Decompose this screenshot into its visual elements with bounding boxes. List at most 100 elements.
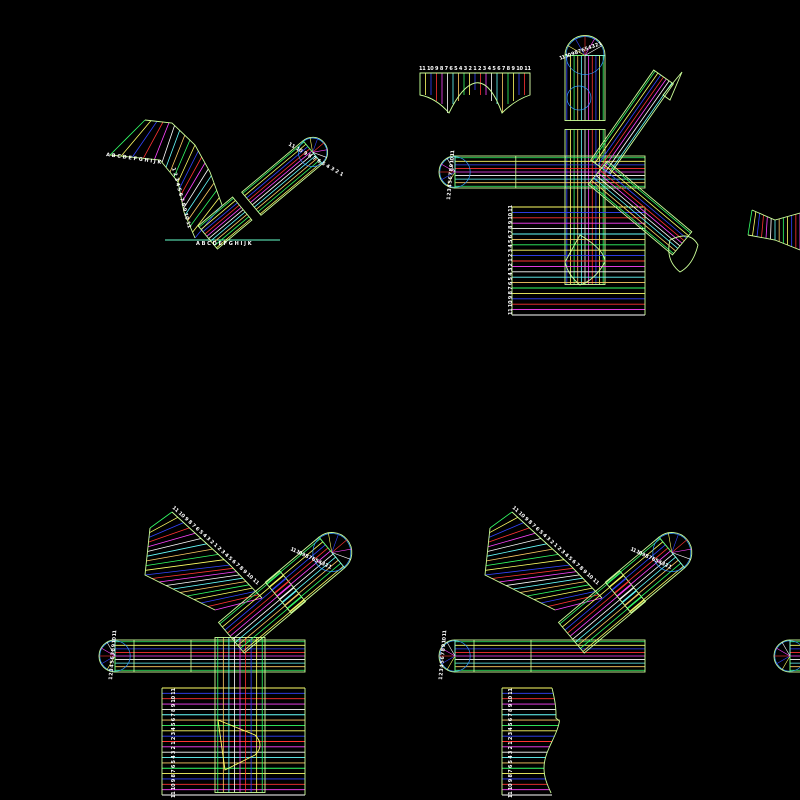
pipe-stripe [595, 174, 681, 247]
pipe-stripe [219, 572, 282, 625]
tm-cone-end [668, 235, 699, 273]
band-stripe [145, 559, 225, 571]
band-stripe [182, 168, 209, 209]
band-stripe [486, 548, 553, 562]
br-development-band [484, 511, 603, 611]
pipe-end-ray [331, 539, 348, 553]
band-stripe [765, 216, 768, 239]
band-edge [144, 527, 216, 611]
band-stripe [109, 119, 146, 156]
pipe-end-ray [106, 641, 116, 657]
band-stripe [505, 574, 580, 586]
pipe-stripe [562, 575, 624, 628]
band-stripe [178, 150, 199, 189]
pipe-outline [587, 160, 693, 256]
pipe-end-ray [440, 647, 456, 657]
label-br-hpipe-numbers: 1 2 3 4 5 6 7 8 9 10 11 [438, 629, 448, 680]
pipe-stripe [597, 74, 662, 166]
band-stripe [484, 564, 571, 576]
band-stripe [540, 591, 596, 604]
pipe-stripe [574, 590, 637, 643]
pipe-end-ray [446, 171, 456, 187]
pipe-stripe [577, 593, 640, 646]
pipe-stripe [606, 162, 691, 234]
band-stripe [756, 213, 761, 237]
pipe-stripe [608, 541, 664, 588]
pipe-stripe [250, 150, 312, 203]
band-stripe [193, 587, 253, 600]
pipe-stripe [198, 197, 234, 228]
pipe-stripe [208, 209, 244, 239]
pipe-end-ray [312, 152, 327, 158]
pipe-stripe [206, 207, 242, 237]
pipe-stripe [279, 553, 334, 600]
pipe-stripe [286, 562, 342, 609]
band-stripe [489, 516, 518, 534]
right-partial-band [747, 209, 800, 251]
pipe-stripe [200, 200, 236, 230]
pipe-end-ray [781, 655, 791, 671]
pipe-outline [214, 637, 266, 793]
tl-curved-band [109, 119, 223, 239]
block-curve-edge [543, 687, 560, 794]
pipe-stripe [222, 575, 284, 628]
pipe-stripe [242, 141, 305, 194]
pipe-end-ray [671, 548, 692, 553]
band-stripe [761, 214, 764, 238]
band-stripe [146, 548, 213, 562]
pipe-stripe [212, 213, 248, 244]
band-stripe [519, 581, 587, 593]
pipe-stripe [604, 164, 689, 236]
band-stripe [189, 190, 217, 227]
pipe-stripe [246, 146, 309, 199]
pipe-stripe [240, 596, 302, 649]
pipe-stripe [266, 538, 321, 585]
pipe-outline [197, 196, 253, 250]
br-hpipe [438, 639, 646, 673]
pipe-stripe [591, 180, 676, 252]
pipe-stripe [582, 599, 645, 652]
band-stripe [131, 121, 158, 158]
tl-pipe-upper [241, 136, 329, 216]
band-stripe [154, 122, 170, 160]
br-block [501, 687, 560, 796]
band-stripe [486, 543, 547, 557]
right-partial-pipe [773, 639, 800, 673]
pipe-stripe [227, 581, 290, 634]
tm-fan-development [419, 72, 531, 114]
band-edge [751, 209, 800, 221]
band-stripe [173, 139, 191, 178]
bl-diag-pipe-top [264, 532, 353, 614]
pipe-stripe [284, 559, 339, 606]
pipe-stripe [567, 581, 630, 634]
band-stripe [177, 144, 196, 183]
pipe-stripe [605, 80, 670, 172]
bl-hpipe [98, 639, 306, 673]
band-stripe [169, 135, 186, 173]
pipe-end-ray [312, 152, 323, 164]
pipe-end-ray [658, 536, 673, 553]
pipe-end-ray [100, 647, 116, 657]
band-stripe [151, 567, 234, 579]
bl-block [161, 687, 306, 796]
pipe-stripe [232, 587, 295, 640]
label-tm-hpipe-numbers: 1 2 3 4 5 6 7 8 9 10 11 [446, 149, 456, 200]
pipe-end-ray [331, 552, 345, 569]
pipe-stripe [606, 538, 661, 585]
pipe-stripe [601, 167, 687, 239]
pipe-end-ray [671, 539, 688, 553]
pipe-end-ray [584, 38, 596, 56]
band-stripe [487, 532, 536, 548]
pipe-stripe [621, 556, 676, 603]
pipe-stripe [594, 72, 659, 164]
pipe-stripe [611, 544, 666, 591]
fan-outline [419, 72, 531, 114]
band-stripe [158, 571, 237, 583]
pipe-stripe [602, 78, 667, 170]
pipe-outline [217, 570, 307, 654]
tm-diag-pipe-up [589, 69, 675, 175]
pipe-stripe [202, 202, 238, 233]
pipe-end-ray [312, 149, 328, 153]
pipe-stripe [216, 218, 252, 249]
band-stripe [165, 130, 181, 168]
